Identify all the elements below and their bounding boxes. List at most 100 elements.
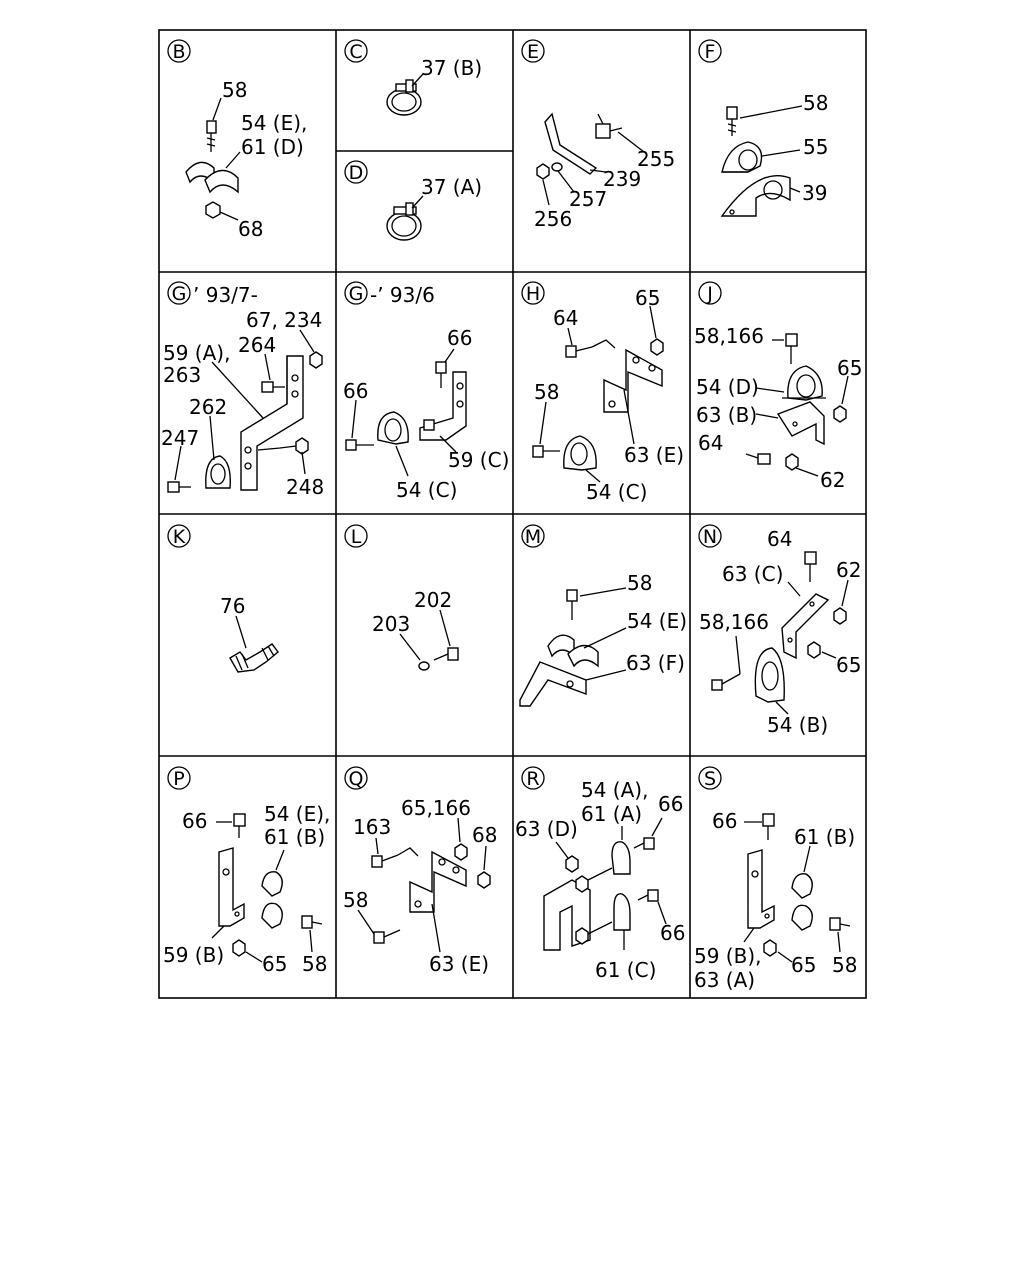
cell-n: N 64 63 (C) 62 58,166 65 54 (B): [698, 524, 861, 737]
part-label: 54 (A),: [581, 778, 648, 802]
part-label: 63 (C): [722, 562, 783, 586]
part-label: 66: [182, 809, 207, 833]
drawing-g-before: [345, 348, 467, 477]
part-label: 63 (D): [515, 817, 578, 841]
cell-letter-e: E: [521, 39, 545, 63]
part-label: 67, 234: [246, 308, 322, 332]
part-label: 37 (A): [421, 175, 482, 199]
cell-letter-r: R: [521, 766, 545, 790]
part-label: 37 (B): [421, 56, 482, 80]
drawing-r: [543, 817, 667, 951]
svg-text:S: S: [704, 768, 716, 790]
cell-m: M 58 54 (E) 63 (F): [519, 524, 687, 707]
part-label: 256: [534, 207, 572, 231]
part-label: 54 (E): [627, 609, 687, 633]
part-label: 65,166: [401, 796, 471, 820]
part-label: 65: [262, 952, 287, 976]
part-label: 62: [820, 468, 845, 492]
cell-heading: ’ 93/7-: [193, 283, 258, 307]
part-label: 76: [220, 594, 245, 618]
cell-letter-n: N: [698, 524, 722, 548]
cell-letter-c: C: [344, 39, 368, 63]
part-label: 65: [837, 356, 862, 380]
part-label: 54 (E),: [264, 802, 330, 826]
part-label: 58: [534, 380, 559, 404]
cell-letter-d: D: [344, 160, 368, 184]
cell-letter-l: L: [344, 524, 368, 548]
part-label: 63 (E): [624, 443, 684, 467]
part-label: 63 (E): [429, 952, 489, 976]
part-label: 263: [163, 363, 201, 387]
svg-text:B: B: [172, 41, 185, 63]
cell-b: B 58 54 (E), 61 (D) 68: [167, 39, 307, 241]
part-label: 65: [635, 286, 660, 310]
part-label: 262: [189, 395, 227, 419]
drawing-g-after: [167, 329, 323, 493]
part-label: 61 (D): [241, 135, 304, 159]
cell-h: H 64 65 58 63 (E) 54 (C): [521, 281, 684, 504]
cell-letter-b: B: [167, 39, 191, 63]
part-label: 59 (C): [448, 448, 509, 472]
cell-j: J 58,166 65 54 (D) 63 (B) 64 62: [694, 281, 862, 492]
svg-text:D: D: [349, 162, 364, 184]
drawing-h: [532, 305, 664, 483]
part-label: 248: [286, 475, 324, 499]
part-label: 65: [791, 953, 816, 977]
part-label: 61 (A): [581, 802, 642, 826]
part-label: 62: [836, 558, 861, 582]
part-label: 55: [803, 135, 828, 159]
part-label: 66: [712, 809, 737, 833]
part-label: 61 (B): [264, 825, 325, 849]
part-label: 58: [803, 91, 828, 115]
cell-d: D 37 (A): [344, 160, 482, 241]
part-label: 203: [372, 612, 410, 636]
part-label: 58: [627, 571, 652, 595]
part-label: 63 (A): [694, 968, 755, 992]
cell-letter-s: S: [698, 766, 722, 790]
cell-c: C 37 (B): [344, 39, 482, 116]
svg-text:P: P: [173, 768, 184, 790]
drawing-l: [399, 609, 459, 671]
svg-text:M: M: [525, 526, 541, 548]
part-label: 68: [472, 823, 497, 847]
cell-letter-k: K: [167, 524, 191, 548]
cell-k: K 76: [167, 524, 279, 673]
part-label: 54 (D): [696, 375, 759, 399]
drawing-f: [720, 105, 803, 217]
drawing-d: [386, 195, 424, 241]
part-label: 59 (A),: [163, 341, 230, 365]
svg-text:Q: Q: [349, 768, 364, 790]
cell-heading: -’ 93/6: [370, 283, 435, 307]
cell-letter-g: G: [167, 281, 191, 305]
part-label: 202: [414, 588, 452, 612]
part-label: 61 (B): [794, 825, 855, 849]
svg-text:J: J: [706, 283, 713, 305]
part-label: 59 (B): [163, 943, 224, 967]
drawing-s: [743, 813, 851, 963]
part-label: 54 (B): [767, 713, 828, 737]
svg-text:R: R: [526, 768, 539, 790]
cell-letter-g: G: [344, 281, 368, 305]
part-label: 68: [238, 217, 263, 241]
grid-lines: [158, 29, 867, 999]
drawing-j: [745, 333, 849, 477]
drawing-q: [357, 817, 491, 953]
part-label: 66: [343, 379, 368, 403]
part-label: 64: [767, 527, 792, 551]
cell-letter-j: J: [698, 281, 722, 305]
cell-letter-f: F: [698, 39, 722, 63]
part-label: 54 (C): [586, 480, 647, 504]
cell-q: Q 65,166 163 68 58 63 (E): [343, 766, 497, 976]
drawing-m: [519, 587, 627, 707]
part-label: 264: [238, 333, 276, 357]
drawing-e: [536, 112, 645, 206]
part-label: 64: [553, 306, 578, 330]
cell-letter-q: Q: [344, 766, 368, 790]
cell-e: E 255 239 257 256: [521, 39, 675, 231]
part-label: 63 (F): [626, 651, 685, 675]
cell-s: S 66 61 (B) 59 (B), 63 (A) 65 58: [694, 766, 857, 992]
svg-text:G: G: [349, 283, 364, 305]
drawing-k: [229, 615, 279, 673]
svg-text:H: H: [526, 283, 540, 305]
